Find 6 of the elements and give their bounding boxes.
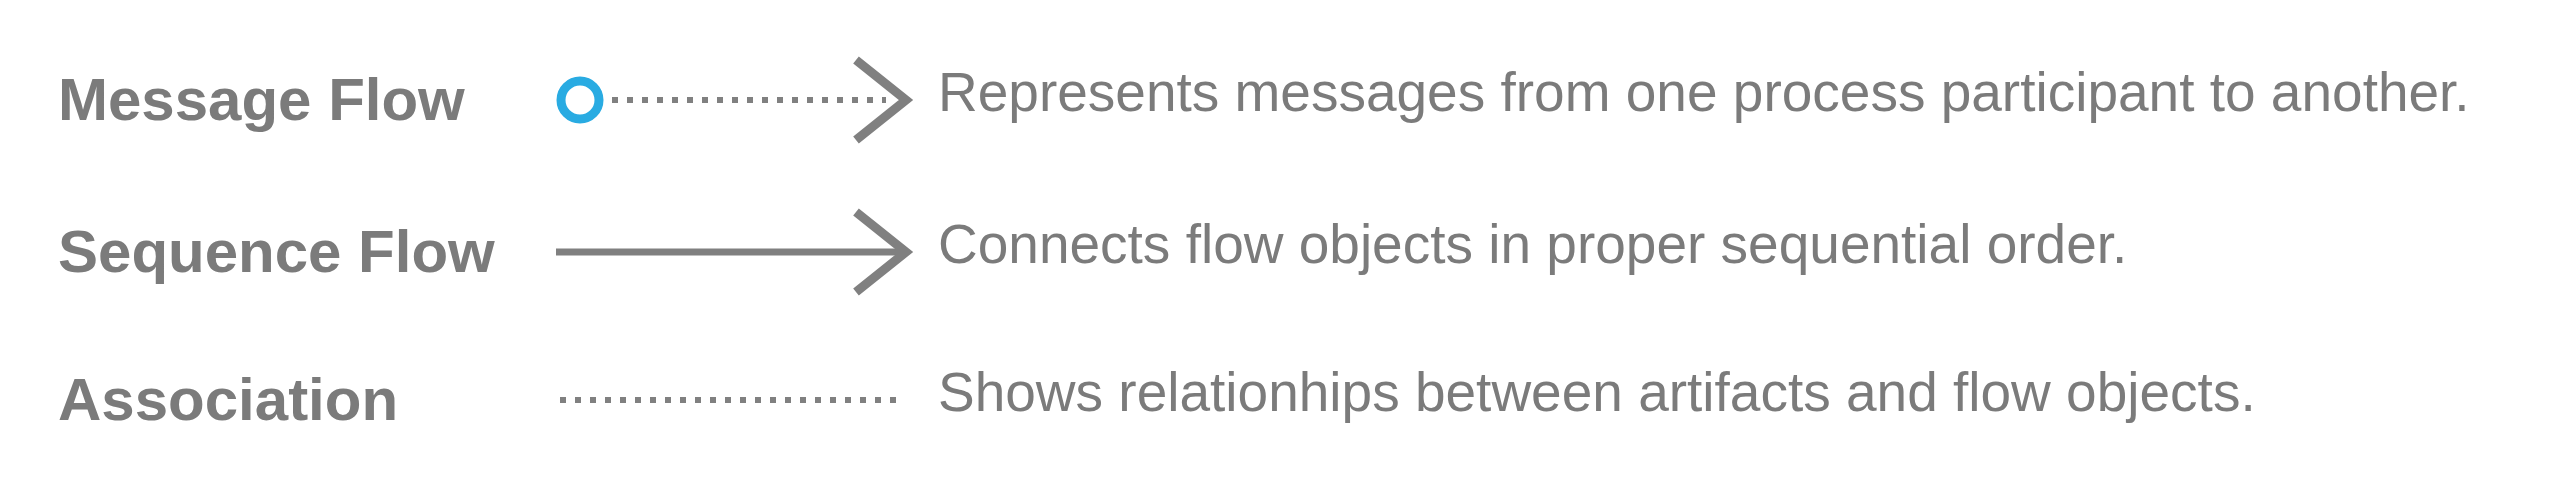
description-text: Shows relationhips between artifacts and flow objects. (938, 360, 2256, 424)
description-text: Represents messages from one process participant to another. (938, 60, 2470, 124)
legend-label: Sequence Flow (58, 217, 495, 287)
description-text: Connects flow objects in proper sequential order. (938, 212, 2128, 276)
legend-label: Message Flow (58, 65, 465, 135)
legend-label: Association (58, 365, 399, 435)
